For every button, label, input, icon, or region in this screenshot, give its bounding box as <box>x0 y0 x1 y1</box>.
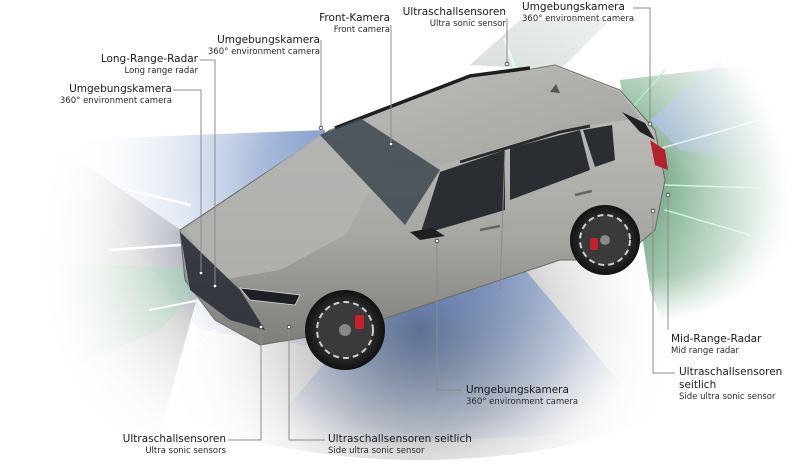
tail-light <box>650 140 668 170</box>
brake-caliper <box>590 238 598 250</box>
label-front-camera: Front-Kamera Front camera <box>300 12 390 36</box>
label-en: Side ultra sonic sensor <box>679 392 776 403</box>
sensor-dot <box>434 238 440 244</box>
label-en: Side ultra sonic sensor <box>328 446 425 457</box>
sensor-dot <box>647 121 653 127</box>
sensor-dot <box>318 125 324 131</box>
sensor-dot <box>388 141 394 147</box>
sensor-dot <box>258 324 264 330</box>
label-de: Umgebungskamera <box>69 83 172 95</box>
label-en: 360° environment camera <box>59 96 172 107</box>
label-en: 360° environment camera <box>207 47 320 58</box>
rear-wheel <box>570 205 640 275</box>
door-handle <box>479 224 501 232</box>
label-mid-range-radar: Mid-Range-Radar Mid range radar <box>671 333 791 357</box>
label-env-camera-front: Umgebungskamera 360° environment camera <box>30 83 172 107</box>
sensor-dot <box>212 283 218 289</box>
antenna <box>550 84 560 93</box>
roof-rail-left <box>334 66 531 130</box>
sensor-dot <box>286 324 292 330</box>
label-ultrasonic-side-rear: Ultraschallsensoren seitlich Side ultra … <box>679 366 789 403</box>
door-seam <box>499 149 506 291</box>
door-handle <box>574 189 593 197</box>
sensor-dot <box>504 61 510 67</box>
label-long-range-radar: Long-Range-Radar Long range radar <box>90 53 198 77</box>
car-hood <box>185 135 395 280</box>
car-illustration <box>179 64 668 370</box>
label-en: Front camera <box>333 25 390 36</box>
rear-side-window <box>510 130 590 200</box>
leader-lines <box>173 7 675 441</box>
roof-rail-right <box>459 124 591 164</box>
label-env-camera-mirror: Umgebungskamera 360° environment camera <box>466 384 606 408</box>
headlight <box>239 287 301 306</box>
label-de: Mid-Range-Radar <box>671 333 762 345</box>
sensor-points <box>198 61 671 330</box>
front-side-window <box>420 150 505 235</box>
sensor-dot <box>198 270 204 276</box>
brake-caliper <box>355 315 364 329</box>
sensor-dot <box>650 208 656 214</box>
label-en: Mid range radar <box>671 346 740 357</box>
label-en: 360° environment camera <box>522 14 635 25</box>
rear-window <box>622 112 655 140</box>
label-ultrasonic-roof: Ultraschallsensoren Ultra sonic sensor <box>395 6 506 30</box>
label-de: Umgebungskamera <box>522 1 625 13</box>
label-de: Ultraschallsensoren seitlich <box>679 366 783 392</box>
label-en: Ultra sonic sensor <box>429 19 506 30</box>
label-en: 360° environment camera <box>466 397 579 408</box>
label-de: Ultraschallsensoren seitlich <box>328 433 472 445</box>
label-de: Ultraschallsensoren <box>122 433 226 445</box>
label-env-camera-rear: Umgebungskamera 360° environment camera <box>522 1 642 25</box>
label-en: Long range radar <box>124 66 199 77</box>
front-wheel <box>305 290 385 370</box>
sensor-dot <box>665 192 671 198</box>
car-roof <box>330 66 640 170</box>
side-mirror <box>410 228 445 240</box>
label-env-camera-windshield: Umgebungskamera 360° environment camera <box>200 34 320 58</box>
label-en: Ultra sonic sensors <box>145 446 226 457</box>
label-de: Long-Range-Radar <box>100 53 198 65</box>
label-ultrasonic-front: Ultraschallsensoren Ultra sonic sensors <box>110 433 226 457</box>
label-ultrasonic-side-front: Ultraschallsensoren seitlich Side ultra … <box>328 433 508 457</box>
label-de: Front-Kamera <box>319 12 390 24</box>
label-de: Umgebungskamera <box>466 384 569 396</box>
label-de: Umgebungskamera <box>217 34 320 46</box>
rear-quarter-window <box>583 125 615 167</box>
windshield <box>320 118 440 225</box>
label-de: Ultraschallsensoren <box>402 6 506 18</box>
